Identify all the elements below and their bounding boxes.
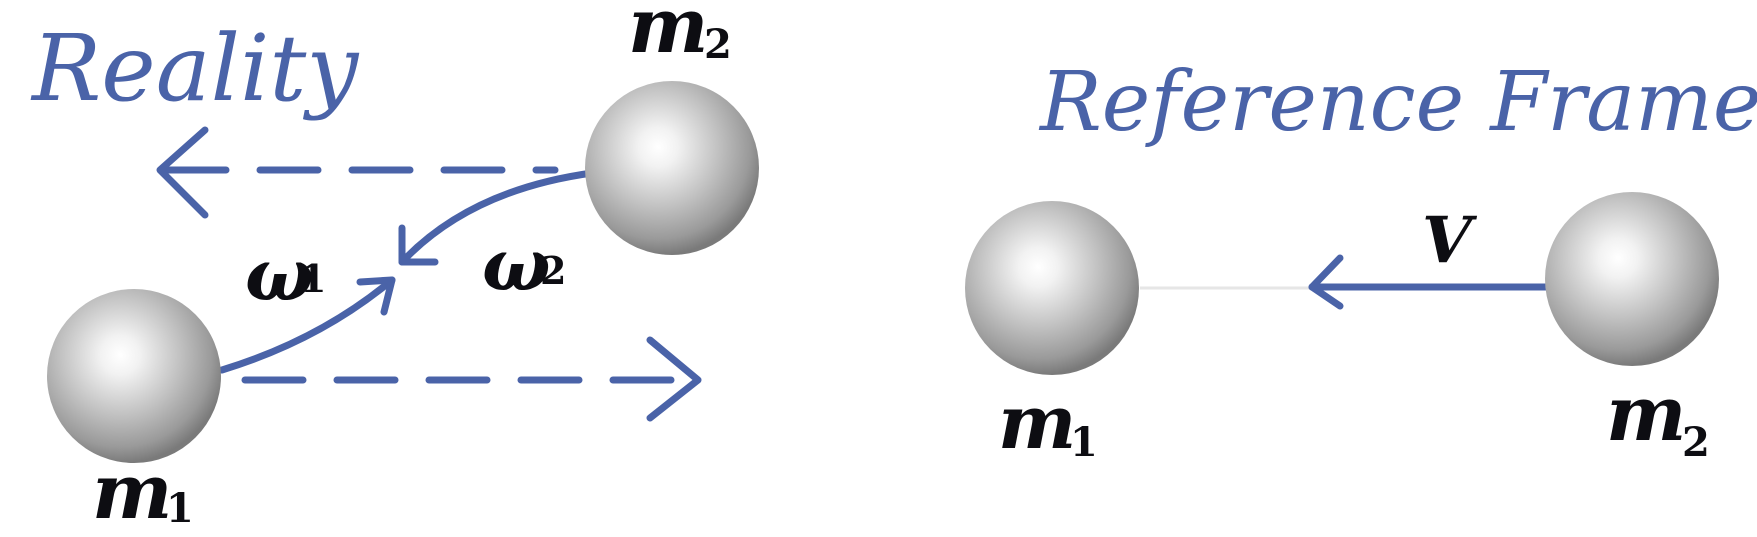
mass-1-subscript: 1 <box>166 485 194 532</box>
mass-1-label: m 1 <box>92 447 194 536</box>
frame-mass-2-sphere <box>1545 192 1719 366</box>
frame-mass-1-label: m 1 <box>998 380 1098 466</box>
reality-title: Reality <box>30 15 359 122</box>
reference-frame-panel: Reference Frame V m 1 m 2 <box>965 55 1757 466</box>
upper-dashed-arrow <box>156 126 559 219</box>
omega-1-label: ω 1 <box>245 232 326 317</box>
frame-mass-2-symbol: m <box>1606 369 1686 458</box>
mass-2-symbol: m <box>628 0 708 70</box>
omega-2-subscript: 2 <box>540 248 566 293</box>
reality-panel: Reality <box>30 0 759 536</box>
mass-1-symbol: m <box>92 447 172 536</box>
reference-frame-title: Reference Frame <box>1038 55 1757 150</box>
omega-1-symbol: ω <box>245 232 314 317</box>
omega-2-label: ω 2 <box>482 222 566 307</box>
omega-2-symbol: ω <box>482 222 551 307</box>
mass-1-sphere <box>47 289 221 463</box>
omega-1-arrow <box>218 276 396 374</box>
velocity-label: V <box>1422 203 1478 278</box>
frame-mass-1-symbol: m <box>998 380 1076 466</box>
frame-mass-1-sphere <box>965 201 1139 375</box>
frame-mass-2-subscript: 2 <box>1682 419 1710 466</box>
lower-dashed-arrow <box>241 336 702 422</box>
velocity-arrow <box>1308 254 1550 310</box>
mass-2-label: m 2 <box>628 0 732 70</box>
mass-2-sphere <box>585 81 759 255</box>
frame-mass-1-subscript: 1 <box>1070 419 1098 466</box>
frame-mass-2-label: m 2 <box>1606 369 1710 466</box>
omega-1-subscript: 1 <box>300 256 326 301</box>
mass-2-subscript: 2 <box>704 21 732 68</box>
omega-2-arrow <box>398 169 596 266</box>
